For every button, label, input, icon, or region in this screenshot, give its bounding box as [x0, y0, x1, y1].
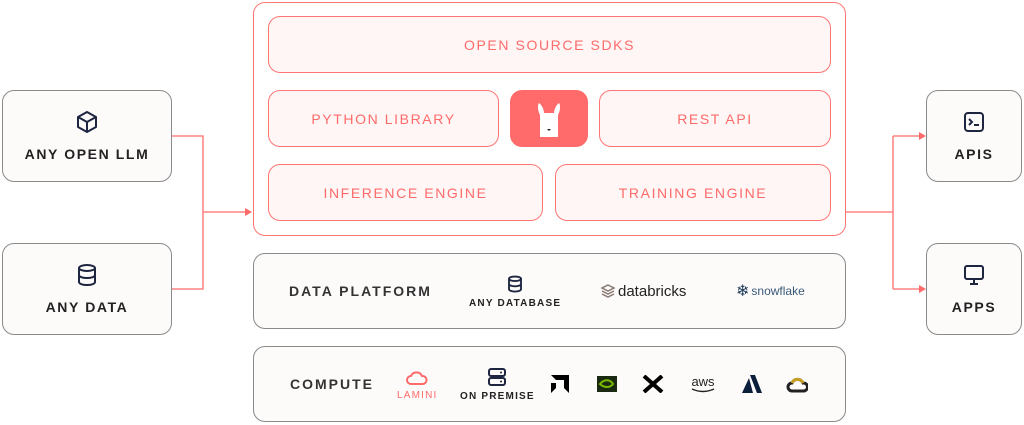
- any-data-box: ANY DATA: [2, 243, 172, 335]
- llama-icon: [537, 102, 561, 137]
- snowflake-text: snowflake: [751, 284, 805, 298]
- databricks-icon: [601, 284, 615, 298]
- cube-icon: [77, 111, 97, 133]
- snowflake-icon: ❄: [736, 283, 750, 300]
- data-platform-box: DATA PLATFORM ANY DATABASE databricks ❄ …: [253, 253, 846, 329]
- training-engine: TRAINING ENGINE: [555, 164, 831, 221]
- lamini-label: LAMINI: [397, 389, 438, 401]
- aws-logo: aws: [691, 373, 715, 393]
- apis-label: APIS: [954, 146, 994, 162]
- snowflake-logo: ❄ snowflake: [736, 281, 805, 301]
- open-source-sdks: OPEN SOURCE SDKS: [268, 16, 831, 73]
- any-database: ANY DATABASE: [469, 274, 561, 309]
- terminal-icon: [964, 112, 984, 132]
- compute-label: COMPUTE: [290, 376, 374, 392]
- x-icon: [642, 375, 664, 393]
- any-open-llm-label: ANY OPEN LLM: [24, 146, 150, 162]
- nvidia-icon: [597, 376, 617, 392]
- apis-box: APIS: [926, 90, 1022, 182]
- on-premise: ON PREMISE: [460, 367, 535, 402]
- google-cloud-icon: [786, 377, 808, 393]
- python-library: PYTHON LIBRARY: [268, 90, 499, 147]
- databricks-text: databricks: [618, 282, 687, 300]
- apps-label: APPS: [951, 299, 997, 315]
- any-database-label: ANY DATABASE: [469, 297, 562, 309]
- aws-smile-icon: [691, 387, 715, 392]
- server-icon: [488, 367, 507, 386]
- rest-api: REST API: [599, 90, 831, 147]
- amd-icon: [551, 375, 569, 393]
- data-platform-label: DATA PLATFORM: [289, 283, 432, 299]
- lamini-cloud: LAMINI: [397, 368, 438, 401]
- any-data-label: ANY DATA: [45, 299, 129, 315]
- any-open-llm-box: ANY OPEN LLM: [2, 90, 172, 182]
- database-icon: [78, 264, 96, 287]
- databricks-logo: databricks: [601, 283, 686, 300]
- apps-box: APPS: [926, 243, 1022, 335]
- cloud-icon: [406, 370, 428, 385]
- on-premise-label: ON PREMISE: [460, 390, 535, 402]
- aws-text: aws: [691, 373, 715, 389]
- inference-engine: INFERENCE ENGINE: [268, 164, 543, 221]
- monitor-icon: [964, 265, 984, 285]
- azure-icon: [742, 375, 762, 393]
- compute-box: COMPUTE LAMINI ON PREMISE aws: [253, 346, 846, 422]
- database-icon: [508, 275, 523, 292]
- lamini-logo: [510, 90, 588, 147]
